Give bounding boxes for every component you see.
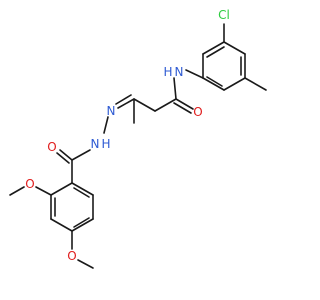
bond xyxy=(223,77,246,91)
bond xyxy=(202,41,225,55)
hydrazide-nitrogen-label: N xyxy=(91,137,100,151)
bond xyxy=(244,77,267,91)
bond xyxy=(73,187,90,198)
amide-oxygen-label: O xyxy=(193,105,202,119)
bond xyxy=(71,218,94,232)
bond xyxy=(223,41,246,55)
bond xyxy=(56,152,70,164)
bond xyxy=(173,102,192,114)
methoxy-oxygen-2-label: O xyxy=(25,177,34,191)
bond xyxy=(73,217,90,228)
bonds xyxy=(9,23,267,269)
bond xyxy=(9,186,25,196)
bond xyxy=(206,76,223,87)
bond xyxy=(50,182,73,196)
bond xyxy=(59,149,73,161)
bond xyxy=(173,77,177,100)
bond xyxy=(50,218,73,232)
bond xyxy=(71,182,94,196)
hydrazone-nitrogen-label: N xyxy=(107,104,116,118)
amide-hydrogen-label: H xyxy=(163,65,172,79)
bond xyxy=(117,98,135,109)
molecule-diagram: Cl N H O N N H O O O xyxy=(9,8,267,269)
bond xyxy=(175,98,194,110)
bond xyxy=(202,77,225,91)
atom-labels: Cl N H O N N H O O O xyxy=(25,8,230,263)
hydrazide-oxygen-label: O xyxy=(47,140,56,154)
structure-svg: Cl N H O N N H O O O xyxy=(9,8,267,269)
bond xyxy=(71,149,91,161)
bond xyxy=(35,186,52,196)
hydrazide-hydrogen-label: H xyxy=(101,137,110,151)
chlorine-atom-label: Cl xyxy=(218,8,230,22)
bond xyxy=(185,69,204,79)
bond xyxy=(103,116,109,134)
bond xyxy=(77,259,94,269)
bond xyxy=(154,98,177,112)
bond xyxy=(115,94,132,105)
methoxy-oxygen-4-label: O xyxy=(67,249,76,263)
amide-nitrogen-label: N xyxy=(175,65,184,79)
bond xyxy=(206,46,225,58)
bond xyxy=(133,98,156,112)
